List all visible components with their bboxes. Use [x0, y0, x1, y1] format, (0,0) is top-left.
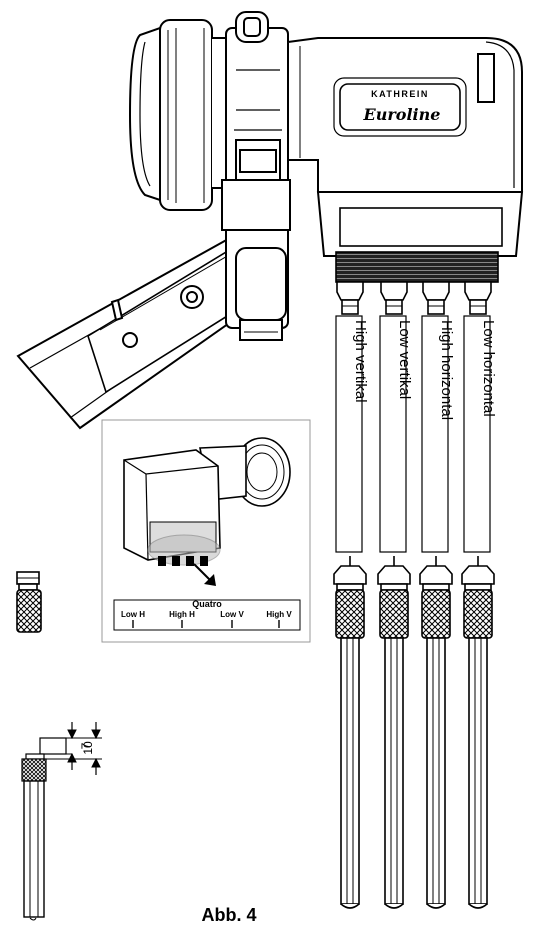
- cable-label-strip: [463, 315, 491, 553]
- figure-caption: Abb. 4: [201, 905, 256, 925]
- lnb-connectors: [336, 281, 492, 315]
- dimension-outer: 10: [81, 741, 95, 755]
- cable-label-text: High horizontal: [438, 320, 455, 420]
- inset-port-label: Low H: [121, 610, 145, 619]
- inset-port-label: High H: [169, 610, 195, 619]
- dish-arm: [16, 236, 264, 430]
- cable-label-strip: [379, 315, 407, 553]
- coax-cable: [461, 556, 495, 909]
- inset-port-label: Low V: [220, 610, 244, 619]
- coax-cable: [377, 556, 411, 909]
- lnb-f-connector: [422, 281, 450, 315]
- loose-f-connector: [16, 571, 42, 633]
- cable-label-text: Low vertikal: [396, 320, 413, 399]
- inset-port-label: High V: [266, 610, 292, 619]
- inset-port-labels: Low H High H Low V High V: [121, 610, 292, 628]
- feed-horn: [128, 19, 227, 211]
- cable-label-strip: [421, 315, 449, 553]
- cable-label-strip: [335, 315, 363, 553]
- cable-strip-detail: [21, 722, 102, 921]
- dimension-inner: 7: [79, 742, 93, 749]
- coax-cable: [333, 556, 367, 909]
- lnb-clamp: [221, 11, 291, 341]
- quatro-title: Quatro: [192, 599, 222, 609]
- lnb-body: [287, 37, 524, 283]
- cable-label-strips: High vertikal Low vertikal High horizontal…: [335, 315, 497, 553]
- lnb-f-connector: [464, 281, 492, 315]
- cable-label-text: High vertikal: [352, 320, 369, 403]
- coax-cables: [333, 556, 495, 909]
- brand-name: KATHREIN: [371, 89, 429, 99]
- quatro-inset: Quatro Low H High H Low V High V: [101, 419, 311, 643]
- lnb-f-connector: [336, 281, 364, 315]
- coax-cable: [419, 556, 453, 909]
- cable-label-text: Low horizontal: [480, 320, 497, 417]
- lnb-f-connector: [380, 281, 408, 315]
- model-name: Euroline: [363, 105, 441, 124]
